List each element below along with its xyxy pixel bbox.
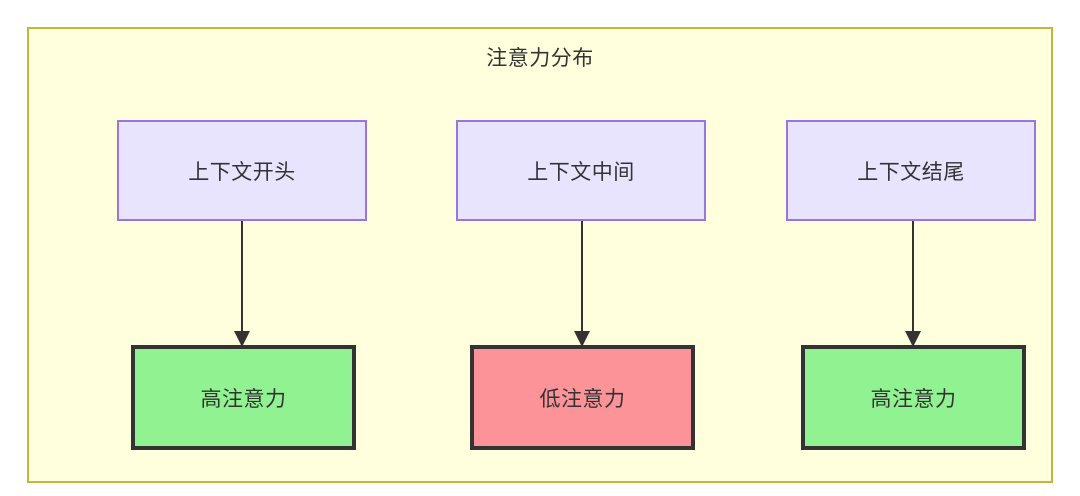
node-context-start-label: 上下文开头 <box>188 160 296 184</box>
arrow-start-to-high <box>230 221 254 347</box>
node-attention-high-end[interactable]: 高注意力 <box>801 345 1026 450</box>
node-context-middle[interactable]: 上下文中间 <box>456 120 706 221</box>
node-attention-low-middle-label: 低注意力 <box>539 387 626 411</box>
node-attention-high-start-label: 高注意力 <box>200 387 287 411</box>
diagram-title: 注意力分布 <box>486 47 594 70</box>
node-context-middle-label: 上下文中间 <box>527 160 635 184</box>
node-context-end-label: 上下文结尾 <box>857 160 965 184</box>
node-attention-high-start[interactable]: 高注意力 <box>131 345 356 450</box>
node-attention-low-middle[interactable]: 低注意力 <box>470 345 695 450</box>
node-context-start[interactable]: 上下文开头 <box>117 120 367 221</box>
attention-distribution-container: 注意力分布 上下文开头 上下文中间 上下文结尾 <box>27 27 1053 483</box>
arrow-middle-to-low <box>570 221 594 347</box>
arrow-end-to-high <box>901 221 925 347</box>
node-attention-high-end-label: 高注意力 <box>870 387 957 411</box>
node-context-end[interactable]: 上下文结尾 <box>786 120 1036 221</box>
